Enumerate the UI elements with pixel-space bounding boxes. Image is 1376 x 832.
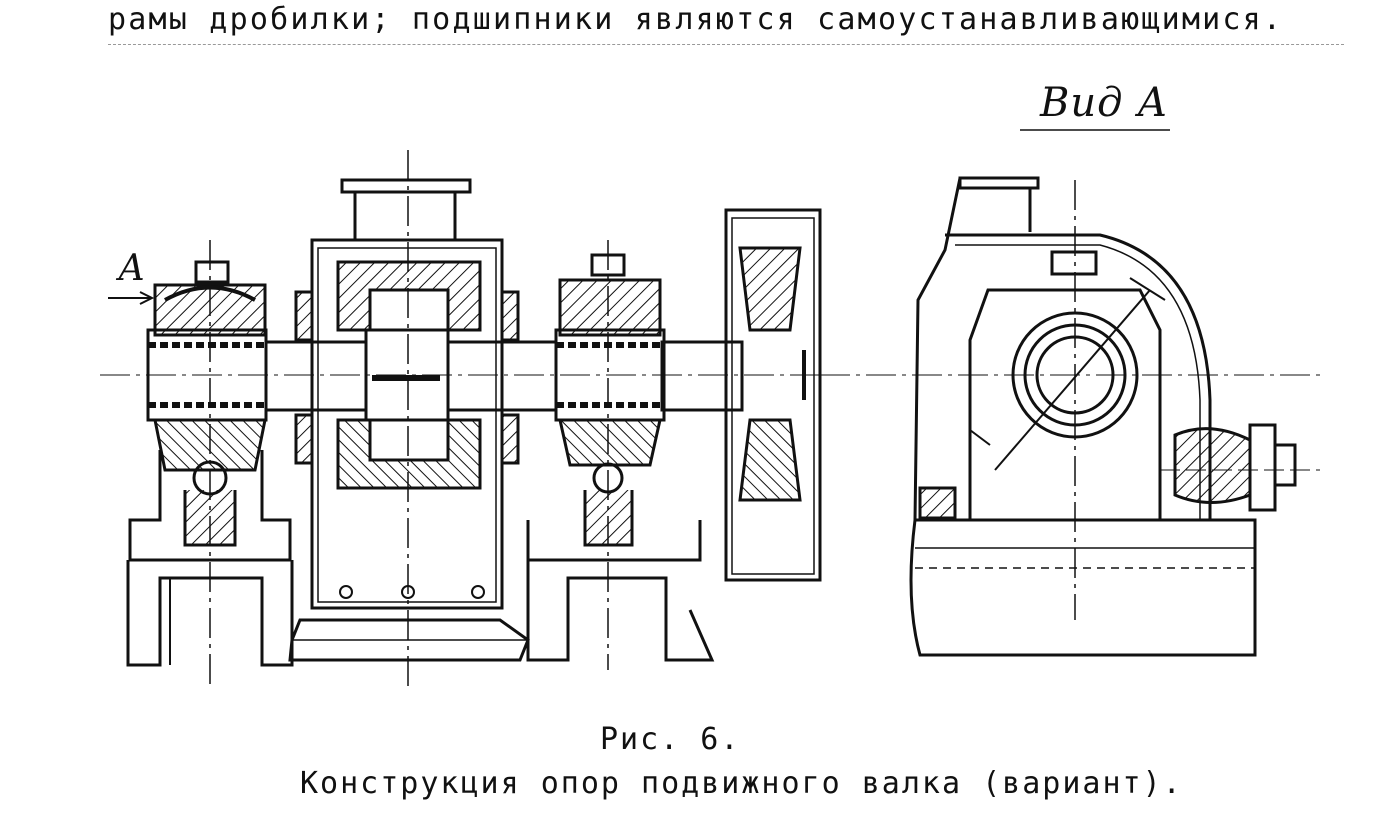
- arrow-a-label: А: [118, 248, 146, 289]
- view-a-label: Вид А: [1040, 80, 1169, 126]
- top-text-line: рамы дробилки; подшипники являются самоу…: [108, 2, 1284, 37]
- front-view: [100, 150, 830, 690]
- figure-caption: Конструкция опор подвижного валка (вариа…: [300, 766, 1183, 801]
- side-view-a: [820, 129, 1320, 657]
- text-underline-rule: [108, 44, 1344, 45]
- figure-number: Рис. 6.: [600, 722, 741, 757]
